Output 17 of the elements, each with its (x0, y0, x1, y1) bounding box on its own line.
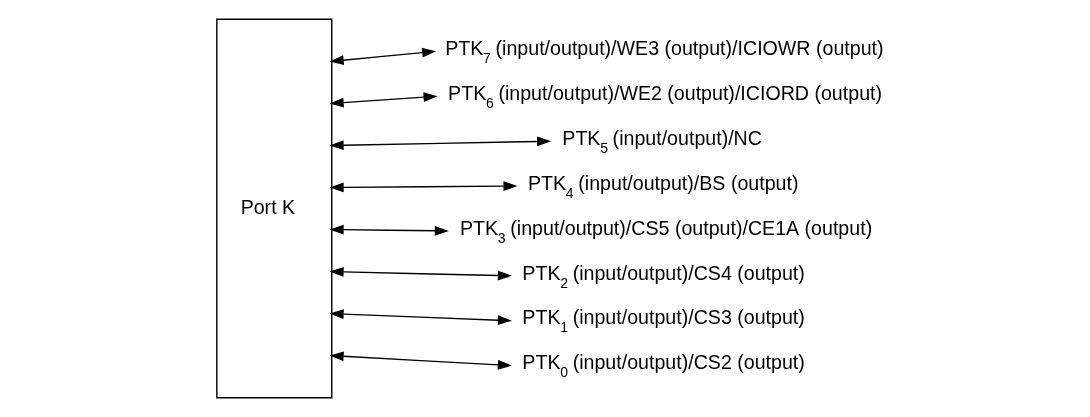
node-text: PTK$_{6}$ (input/output)/WE2 (output)/ICIORD (output) (447, 82, 882, 112)
node-box: Port K (215, 18, 332, 399)
arrow (329, 136, 551, 151)
node-text: PTK$_{7}$ (input/output)/WE3 (output)/ICIOWR (output) (444, 37, 884, 67)
node-text: PTK$_{3}$ (input/output)/CS5 (output)/CE1A (output) (459, 216, 872, 246)
node-text: PTK$_{2}$ (input/output)/CS4 (output) (521, 261, 805, 291)
arrow (329, 266, 512, 281)
arrow (329, 309, 512, 326)
node-text: PTK$_{5}$ (input/output)/NC (561, 127, 762, 157)
node-text: PTK$_{4}$ (input/output)/BS (output) (527, 171, 798, 201)
arrow (329, 47, 436, 66)
arrow (329, 92, 438, 108)
node-text: PTK$_{0}$ (input/output)/CS2 (output) (521, 351, 805, 381)
arrow (329, 181, 517, 193)
node-text: PTK$_{1}$ (input/output)/CS3 (output) (521, 306, 805, 336)
arrow (329, 224, 449, 236)
arrow (329, 351, 512, 370)
